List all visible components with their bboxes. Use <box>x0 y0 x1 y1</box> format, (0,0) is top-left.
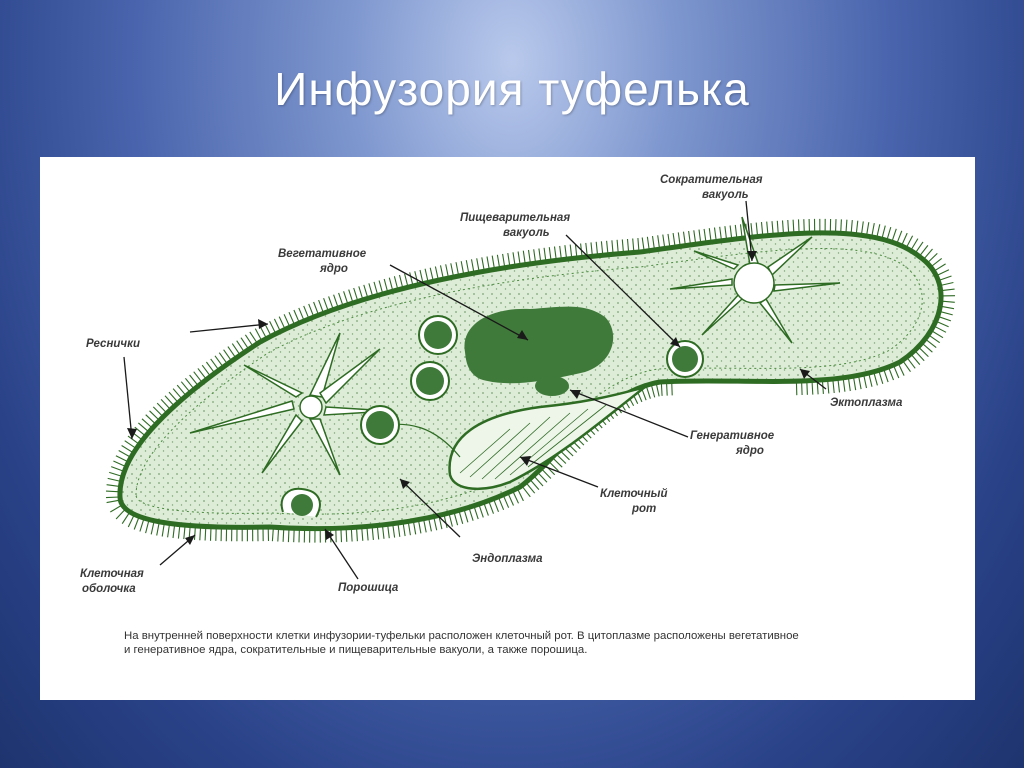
label-cell-membrane-line2: оболочка <box>82 583 136 595</box>
label-vegetative-nucleus-line1: Вегетативное <box>278 248 367 260</box>
label-cell-mouth-line1: Клеточный <box>600 488 668 500</box>
label-contractile-vacuole-line2: вакуоль <box>702 189 749 201</box>
diagram-panel: Сократительная вакуоль Пищеварительная в… <box>40 157 975 700</box>
label-cell-mouth-line2: рот <box>631 503 656 515</box>
paramecium-diagram: Сократительная вакуоль Пищеварительная в… <box>40 157 975 700</box>
label-anal-pore: Порошица <box>338 582 399 594</box>
slide-title: Инфузория туфелька <box>0 62 1024 116</box>
label-vegetative-nucleus-line2: ядро <box>319 263 348 275</box>
label-digestive-vacuole-line1: Пищеварительная <box>460 212 570 224</box>
label-ectoplasm: Эктоплазма <box>830 397 903 409</box>
label-generative-nucleus-line1: Генеративное <box>690 430 775 442</box>
label-digestive-vacuole-line2: вакуоль <box>503 227 550 239</box>
label-endoplasm: Эндоплазма <box>472 553 543 565</box>
diagram-caption: На внутренней поверхности клетки инфузор… <box>124 629 804 657</box>
label-contractile-vacuole-line1: Сократительная <box>660 174 763 186</box>
label-generative-nucleus-line2: ядро <box>735 445 764 457</box>
generative-nucleus <box>535 376 569 396</box>
label-cell-membrane-line1: Клеточная <box>80 568 144 580</box>
label-cilia: Реснички <box>86 338 140 350</box>
